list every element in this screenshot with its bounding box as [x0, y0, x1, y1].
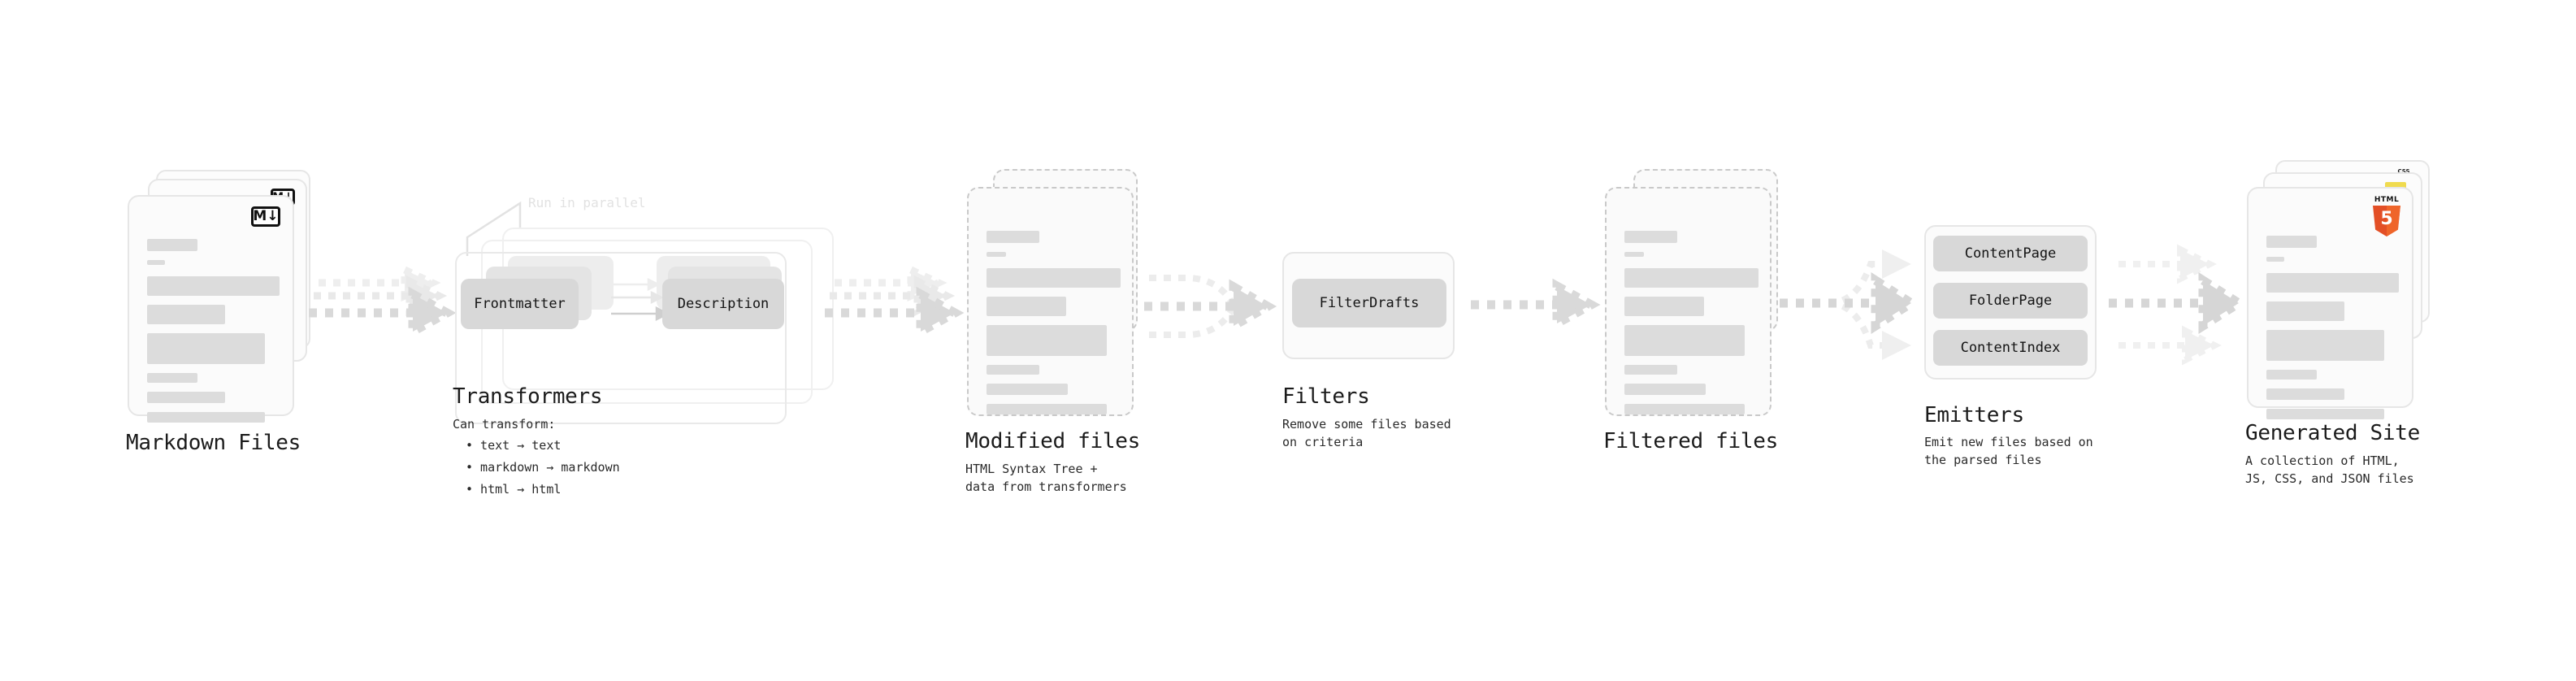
- skeleton-bar: [987, 365, 1039, 375]
- skeleton-bar: [1624, 325, 1745, 356]
- skeleton-bar: [1624, 268, 1759, 288]
- skeleton-bar: [987, 231, 1039, 243]
- transformer-pill-description[interactable]: Description: [662, 279, 784, 329]
- skeleton-bar: [987, 268, 1121, 288]
- skeleton-bar: [2266, 257, 2284, 262]
- skeleton-bar: [147, 239, 197, 251]
- emitters-pill-contentindex[interactable]: ContentIndex: [1933, 330, 2088, 366]
- markdown-card-skeleton: [147, 239, 280, 432]
- arrow-modified-to-filters: [1144, 275, 1277, 338]
- run-in-parallel-label: Run in parallel: [528, 195, 646, 210]
- filtered-card-skeleton: [1624, 231, 1759, 423]
- arrow-filters-to-filtered: [1471, 278, 1601, 332]
- skeleton-bar: [147, 276, 280, 296]
- skeleton-bar: [2266, 273, 2399, 293]
- skeleton-bar: [2266, 388, 2344, 400]
- skeleton-bar: [987, 297, 1066, 316]
- filtered-card-front[interactable]: [1605, 187, 1772, 416]
- transformers-bullet-1: • markdown → markdown: [466, 460, 620, 475]
- site-card-front[interactable]: HTML 5: [2247, 187, 2413, 419]
- skeleton-bar: [2266, 370, 2317, 380]
- html5-shield-icon: 5: [2373, 206, 2400, 236]
- page-title-emitters: Emitters: [1924, 403, 2024, 427]
- filters-pill-filterdrafts[interactable]: FilterDrafts: [1292, 279, 1446, 327]
- skeleton-bar: [987, 384, 1068, 395]
- modified-card-skeleton: [987, 231, 1121, 423]
- emitters-subtitle: Emit new files based on the parsed files: [1924, 435, 2093, 467]
- skeleton-bar: [1624, 252, 1644, 257]
- page-title-generated-site: Generated Site: [2245, 421, 2420, 445]
- transformers-subtitle: Can transform:: [453, 417, 556, 432]
- transformer-frame-front[interactable]: [455, 252, 787, 424]
- run-in-parallel-bracket: [466, 201, 522, 256]
- modified-files-subtitle: HTML Syntax Tree + data from transformer…: [965, 462, 1127, 494]
- skeleton-bar: [2266, 236, 2317, 248]
- skeleton-bar: [1624, 231, 1677, 243]
- skeleton-bar: [1624, 365, 1677, 375]
- page-title-modified-files: Modified files: [965, 429, 1140, 453]
- page-title-transformers: Transformers: [453, 384, 603, 409]
- transformer-pill-frontmatter[interactable]: Frontmatter: [461, 279, 579, 329]
- markdown-card-front[interactable]: M↓: [128, 195, 294, 423]
- emitters-pill-contentpage[interactable]: ContentPage: [1933, 236, 2088, 271]
- skeleton-bar: [147, 260, 165, 265]
- html5-badge-word: HTML: [2374, 196, 2400, 204]
- css-badge-label: CSS: [2397, 168, 2410, 175]
- skeleton-bar: [147, 373, 197, 383]
- transformers-bullet-2: • html → html: [466, 482, 562, 497]
- page-title-filters: Filters: [1282, 384, 1370, 409]
- page-title-markdown-files: Markdown Files: [126, 431, 301, 455]
- emitters-pill-folderpage[interactable]: FolderPage: [1933, 283, 2088, 319]
- skeleton-bar: [147, 305, 225, 324]
- arrow-md-to-transformers: [309, 263, 457, 340]
- skeleton-bar: [1624, 384, 1706, 395]
- skeleton-bar: [987, 252, 1006, 257]
- filters-subtitle: Remove some files based on criteria: [1282, 417, 1451, 449]
- page-title-filtered-files: Filtered files: [1603, 429, 1778, 453]
- skeleton-bar: [1624, 297, 1704, 316]
- skeleton-bar: [147, 412, 265, 423]
- skeleton-bar: [1624, 404, 1745, 414]
- skeleton-bar: [987, 404, 1107, 414]
- skeleton-bar: [147, 392, 225, 403]
- html5-badge: HTML 5: [2373, 197, 2400, 236]
- arrow-transformers-to-modified: [825, 263, 965, 340]
- arrow-emitters-to-site: [2109, 244, 2248, 366]
- skeleton-bar: [147, 333, 265, 364]
- arrow-filtered-to-emitters: [1780, 249, 1920, 360]
- transformers-bullet-0: • text → text: [466, 438, 562, 453]
- modified-card-front[interactable]: [967, 187, 1134, 416]
- skeleton-bar: [2266, 409, 2384, 419]
- skeleton-bar: [987, 325, 1107, 356]
- markdown-badge-front: M↓: [251, 206, 280, 227]
- site-card-skeleton: [2266, 236, 2399, 428]
- skeleton-bar: [2266, 330, 2384, 361]
- html5-badge-digit: 5: [2380, 208, 2393, 229]
- generated-site-subtitle: A collection of HTML, JS, CSS, and JSON …: [2245, 453, 2414, 486]
- skeleton-bar: [2266, 301, 2344, 321]
